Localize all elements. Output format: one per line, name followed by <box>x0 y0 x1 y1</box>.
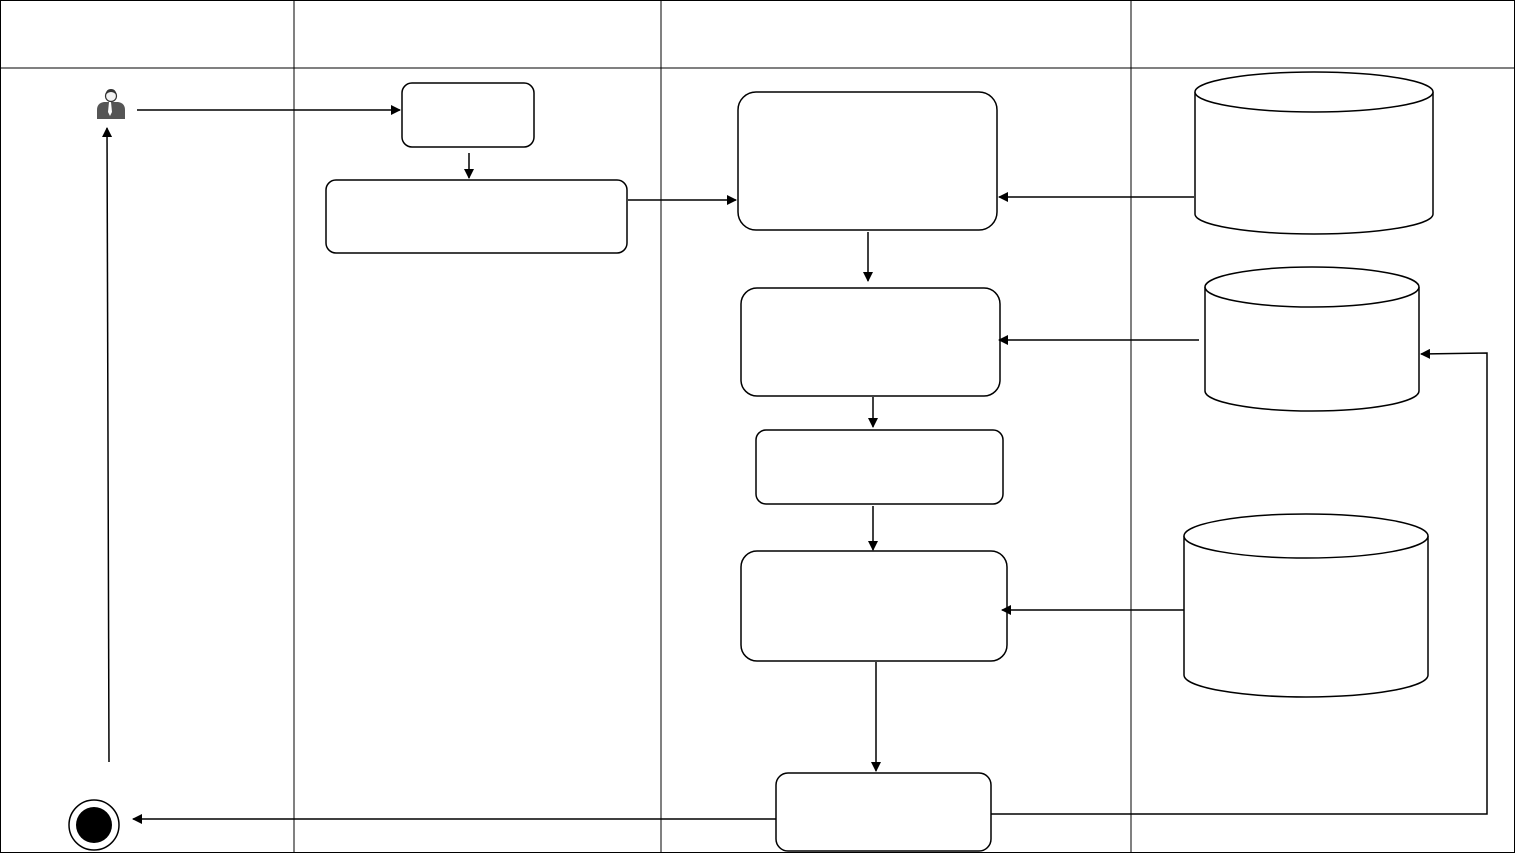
process-box-1 <box>401 82 535 148</box>
process-box-4 <box>740 287 1001 397</box>
process-box-6 <box>740 550 1008 662</box>
process-box-2 <box>325 179 628 254</box>
database-cylinder-2 <box>1204 266 1420 412</box>
process-box-3 <box>737 91 998 231</box>
edge-end-to-actor <box>102 127 113 763</box>
database-cylinder-3 <box>1183 513 1429 698</box>
process-box-5 <box>755 429 1004 505</box>
edge-step7-to-db2 <box>991 348 1488 815</box>
user-icon <box>97 89 125 119</box>
final-node <box>68 799 120 851</box>
process-box-7 <box>775 772 992 852</box>
database-cylinder-1 <box>1194 71 1434 235</box>
